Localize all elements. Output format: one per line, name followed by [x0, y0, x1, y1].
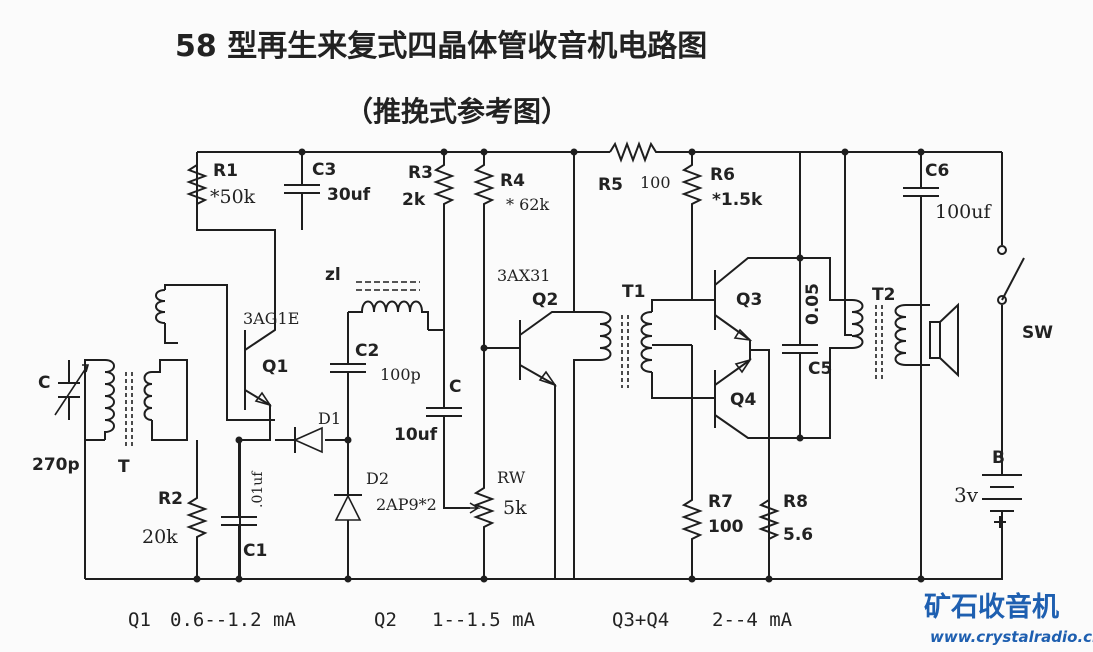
resistor-r2: R2 20k — [142, 440, 208, 579]
svg-text:270p: 270p — [32, 455, 80, 475]
svg-text:C2: C2 — [355, 341, 379, 361]
svg-text:Q3+Q4: Q3+Q4 — [612, 609, 669, 631]
svg-text:B: B — [992, 448, 1005, 468]
svg-text:C: C — [449, 377, 461, 397]
resistor-r6: R6 *1.5k — [681, 152, 763, 300]
svg-text:100: 100 — [708, 517, 744, 537]
capacitor-c5: 0.05 C5 — [782, 254, 832, 442]
svg-text:100: 100 — [640, 173, 671, 192]
svg-text:Q4: Q4 — [730, 390, 756, 410]
svg-text:R5: R5 — [598, 175, 623, 195]
svg-text:5.6: 5.6 — [783, 525, 813, 545]
svg-text:Q3: Q3 — [736, 290, 762, 310]
svg-text:T2: T2 — [872, 285, 895, 305]
schematic-subtitle: （推挽式参考图） — [345, 95, 569, 128]
transistor-q2: 3AX31 Q2 — [497, 152, 575, 579]
svg-text:T: T — [118, 457, 130, 477]
capacitor-c2: C2 100p — [330, 312, 421, 440]
feedback-coil — [155, 284, 275, 421]
svg-text:T1: T1 — [622, 282, 645, 302]
resistor-r4: R4 * 62k — [473, 152, 549, 348]
svg-text:Q1: Q1 — [128, 609, 151, 631]
diode-d1: D1 — [275, 409, 352, 454]
svg-text:1--1.5 mA: 1--1.5 mA — [432, 609, 536, 631]
svg-text:R2: R2 — [158, 489, 183, 509]
site-watermark: 矿石收音机 www.crystalradio.cn — [924, 591, 1093, 646]
svg-text:20k: 20k — [142, 526, 178, 548]
speaker-icon — [929, 302, 959, 378]
antenna-tank: C 270p T — [32, 359, 188, 579]
resistor-r8: R8 5.6 — [758, 490, 813, 579]
transformer-t2: T2 — [800, 152, 930, 439]
diode-d2: D2 2AP9*2 — [334, 440, 437, 579]
svg-text:D1: D1 — [318, 409, 341, 428]
schematic-title: 58 型再生来复式四晶体管收音机电路图 — [175, 29, 707, 64]
operating-currents: Q1 0.6--1.2 mA Q2 1--1.5 mA Q3+Q4 2--4 m… — [128, 609, 793, 631]
svg-text:SW: SW — [1022, 323, 1053, 343]
resistor-r1: R1 *50k — [186, 152, 256, 230]
capacitor-c1: C1 .01uf — [221, 440, 267, 579]
svg-text:*1.5k: *1.5k — [712, 190, 763, 210]
svg-text:5k: 5k — [503, 497, 527, 519]
svg-text:30uf: 30uf — [327, 185, 371, 205]
svg-text:C6: C6 — [925, 161, 949, 181]
choke-zl: zl — [325, 265, 429, 330]
svg-text:Q2: Q2 — [374, 609, 397, 631]
svg-text:3AG1E: 3AG1E — [243, 309, 299, 328]
svg-text:100uf: 100uf — [935, 201, 993, 223]
svg-text:100p: 100p — [380, 365, 421, 384]
svg-text:2k: 2k — [402, 190, 426, 210]
svg-text:C: C — [38, 373, 50, 393]
svg-text:zl: zl — [325, 265, 341, 285]
svg-text:C1: C1 — [243, 541, 267, 561]
svg-text:*50k: *50k — [210, 186, 256, 208]
svg-text:R8: R8 — [783, 492, 808, 512]
bottom-rail — [85, 575, 1002, 583]
svg-text:0.05: 0.05 — [803, 283, 823, 325]
resistor-r7: R7 100 — [681, 490, 744, 579]
transistor-q4: Q4 — [691, 340, 800, 579]
svg-text:Q2: Q2 — [532, 290, 558, 310]
battery-b: B 3v — [921, 448, 1022, 580]
transformer-t1: T1 — [573, 282, 715, 579]
resistor-r3: R3 2k — [402, 152, 455, 331]
svg-text:.01uf: .01uf — [250, 470, 266, 508]
svg-text:2AP9*2: 2AP9*2 — [376, 495, 437, 514]
transistor-q3: Q3 — [714, 152, 801, 342]
capacitor-c6: C6 100uf — [903, 152, 993, 230]
svg-text:R3: R3 — [408, 163, 433, 183]
capacitor-c3: C3 30uf — [284, 152, 371, 230]
svg-text:C3: C3 — [312, 160, 336, 180]
svg-text:* 62k: * 62k — [506, 195, 549, 214]
svg-text:www.crystalradio.cn: www.crystalradio.cn — [930, 628, 1093, 646]
svg-text:10uf: 10uf — [394, 425, 438, 445]
svg-text:R1: R1 — [213, 161, 238, 181]
switch-sw: SW — [997, 152, 1053, 475]
svg-text:R6: R6 — [710, 165, 735, 185]
transistor-q1: 3AG1E Q1 — [196, 152, 299, 579]
svg-text:3AX31: 3AX31 — [497, 266, 550, 285]
svg-text:RW: RW — [497, 468, 526, 487]
svg-text:3v: 3v — [954, 483, 979, 507]
capacitor-10uf: C 10uf — [394, 330, 470, 509]
svg-text:R7: R7 — [708, 492, 733, 512]
svg-text:D2: D2 — [366, 469, 389, 488]
resistor-r5: R5 100 — [598, 141, 692, 195]
svg-text:Q1: Q1 — [262, 357, 288, 377]
svg-text:R4: R4 — [500, 171, 525, 191]
svg-text:矿石收音机: 矿石收音机 — [924, 591, 1059, 623]
svg-text:2--4 mA: 2--4 mA — [712, 609, 793, 631]
svg-text:0.6--1.2 mA: 0.6--1.2 mA — [170, 609, 296, 631]
svg-text:C5: C5 — [808, 359, 832, 379]
potentiometer-rw: RW 5k — [462, 344, 527, 579]
top-rail — [197, 148, 1002, 156]
